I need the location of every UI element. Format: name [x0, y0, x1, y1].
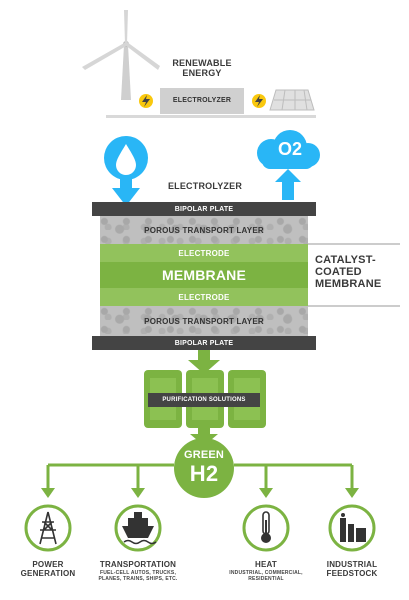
- porous-transport-layer-bottom: POROUS TRANSPORT LAYER: [100, 306, 308, 336]
- application-title-power: POWER GENERATION: [20, 560, 76, 578]
- application-title-industrial: INDUSTRIAL FEEDSTOCK: [326, 560, 378, 578]
- water-drop-icon: [104, 136, 148, 180]
- electrolyzer-title: ELECTROLYZER: [167, 181, 243, 191]
- green-h2-badge: [174, 438, 234, 498]
- up-arrow-icon: [275, 169, 301, 182]
- application-sub-transportation: FUEL-CELL AUTOS, TRUCKS, PLANES, TRAINS,…: [98, 570, 178, 582]
- o2-label: O2: [277, 139, 302, 159]
- solar-panel-icon: [269, 89, 315, 111]
- purification-flow: [41, 350, 359, 498]
- power-tower-icon: [24, 504, 72, 552]
- down-arrow-icon: [188, 360, 220, 374]
- bipolar-plate-bottom: BIPOLAR PLATE: [92, 336, 316, 350]
- membrane: MEMBRANE: [100, 262, 308, 288]
- ccm-bracket: [308, 243, 400, 307]
- bolt-icon: [252, 94, 266, 108]
- ship-icon: [114, 504, 162, 552]
- electrode-bottom: ELECTRODE: [100, 288, 308, 306]
- down-arrow-icon: [41, 488, 55, 498]
- electrolyzer-box-label: ELECTROLYZER: [172, 97, 232, 104]
- application-icons: [24, 504, 376, 552]
- bipolar-plate-top: BIPOLAR PLATE: [92, 202, 316, 216]
- purification-label: PURIFICATION SOLUTIONS: [148, 393, 260, 407]
- renewable-illustration: [82, 10, 316, 118]
- inputs-outputs: [104, 130, 320, 206]
- o2-cloud-icon: [257, 130, 320, 169]
- application-title-heat: HEAT: [255, 560, 277, 569]
- application-sub-heat: INDUSTRIAL, COMMERCIAL, RESIDENTIAL: [229, 570, 303, 582]
- green-label: GREEN: [183, 449, 225, 461]
- factory-icon: [328, 504, 376, 552]
- application-title-transportation: TRANSPORTATION: [99, 560, 177, 569]
- electrolyzer-box: [160, 88, 244, 114]
- down-arrow-icon: [345, 488, 359, 498]
- thermometer-icon: [242, 504, 290, 552]
- renewable-energy-label: RENEWABLE ENERGY: [172, 58, 232, 78]
- wind-turbine-icon: [82, 10, 160, 100]
- porous-transport-layer-top: POROUS TRANSPORT LAYER: [100, 216, 308, 244]
- down-arrow-icon: [112, 188, 140, 206]
- down-arrow-icon: [259, 488, 273, 498]
- purification-tanks: [144, 370, 266, 428]
- down-arrow-icon: [131, 488, 145, 498]
- bolt-icon: [139, 94, 153, 108]
- ccm-label: CATALYST-COATED MEMBRANE: [315, 254, 382, 290]
- electrode-top: ELECTRODE: [100, 244, 308, 262]
- h2-label: H2: [189, 461, 219, 486]
